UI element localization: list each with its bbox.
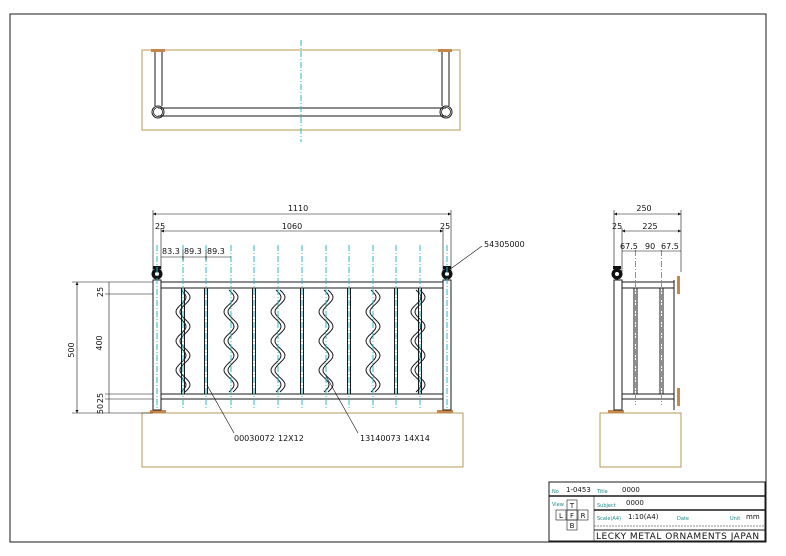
wave-bar-5	[365, 289, 377, 393]
dim-25-right: 25	[440, 222, 450, 231]
title-value: 0000	[622, 486, 640, 494]
view-top: T	[569, 502, 575, 510]
view-front: F	[570, 512, 574, 520]
title-block-frame	[548, 481, 766, 542]
view-right: R	[581, 512, 586, 520]
front-base-outline	[141, 412, 464, 468]
dim-500: 500	[67, 342, 76, 357]
dim-50: 50	[96, 404, 105, 414]
plan-view	[141, 40, 461, 142]
svg-text:Unit: Unit	[730, 516, 740, 522]
view-left: L	[559, 512, 563, 520]
dim-89-3-a: 89.3	[184, 247, 202, 256]
dim-25-lower: 25	[96, 393, 105, 403]
dim-25-left: 25	[155, 222, 165, 231]
svg-text:Subject: Subject	[597, 503, 616, 509]
dim-25-top: 25	[96, 287, 105, 297]
svg-text:View: View	[552, 502, 564, 508]
dim-225: 225	[642, 222, 657, 231]
svg-text:No: No	[552, 489, 559, 495]
callout-leader-flat-bar	[206, 384, 235, 434]
title-block: No 1-0453 Title 0000 Subject 0000 View T…	[548, 481, 766, 542]
dim-83-3: 83.3	[162, 247, 180, 256]
front-view: 1110 1060 25 25 83.3 89.3 89.3 500 400 2…	[67, 204, 525, 468]
dim-1060: 1060	[282, 222, 302, 231]
maker-name: LECKY METAL ORNAMENTS JAPAN	[596, 532, 760, 542]
side-view: 250 25 225 67.5 90 67.5	[599, 204, 682, 468]
wave-bar-3	[270, 289, 282, 393]
wave-bar-4	[318, 289, 330, 393]
dim-90: 90	[645, 242, 655, 251]
front-centerlines	[156, 245, 448, 410]
svg-text:Title: Title	[596, 489, 608, 495]
callout-leader-wave-bar	[325, 375, 359, 434]
drawing-frame	[9, 13, 767, 543]
callout-wave-bar-part: 13140073	[360, 434, 401, 443]
dim-250: 250	[636, 204, 651, 213]
wave-bar-6	[410, 289, 422, 393]
plan-cap-right	[438, 49, 452, 52]
plan-post-right	[439, 105, 453, 119]
view-bottom: B	[570, 522, 575, 530]
side-base-outline	[599, 412, 682, 468]
callout-leader-post	[448, 245, 483, 271]
callout-wave-bar-size: 14X14	[404, 434, 430, 443]
svg-text:Scale(A4): Scale(A4)	[597, 516, 621, 522]
wave-bar-1	[175, 289, 187, 393]
dim-67-5-left: 67.5	[620, 242, 638, 251]
callout-flat-bar-part: 00030072	[234, 434, 275, 443]
plan-cap-left	[151, 49, 165, 52]
callout-post-part: 54305000	[484, 240, 525, 249]
drawing-number: 1-0453	[566, 486, 591, 494]
svg-text:Date: Date	[677, 516, 689, 522]
dim-89-3-b: 89.3	[207, 247, 225, 256]
plan-post-left	[151, 105, 165, 119]
unit-value: mm	[746, 513, 760, 521]
wave-bar-2	[223, 289, 235, 393]
subject-value: 0000	[626, 499, 644, 507]
callout-flat-bar-size: 12X12	[278, 434, 304, 443]
dim-67-5-right: 67.5	[661, 242, 679, 251]
dim-1110: 1110	[288, 204, 308, 213]
scale-value: 1:10(A4)	[628, 513, 659, 521]
dim-25-side: 25	[612, 222, 622, 231]
dim-400: 400	[95, 335, 104, 350]
